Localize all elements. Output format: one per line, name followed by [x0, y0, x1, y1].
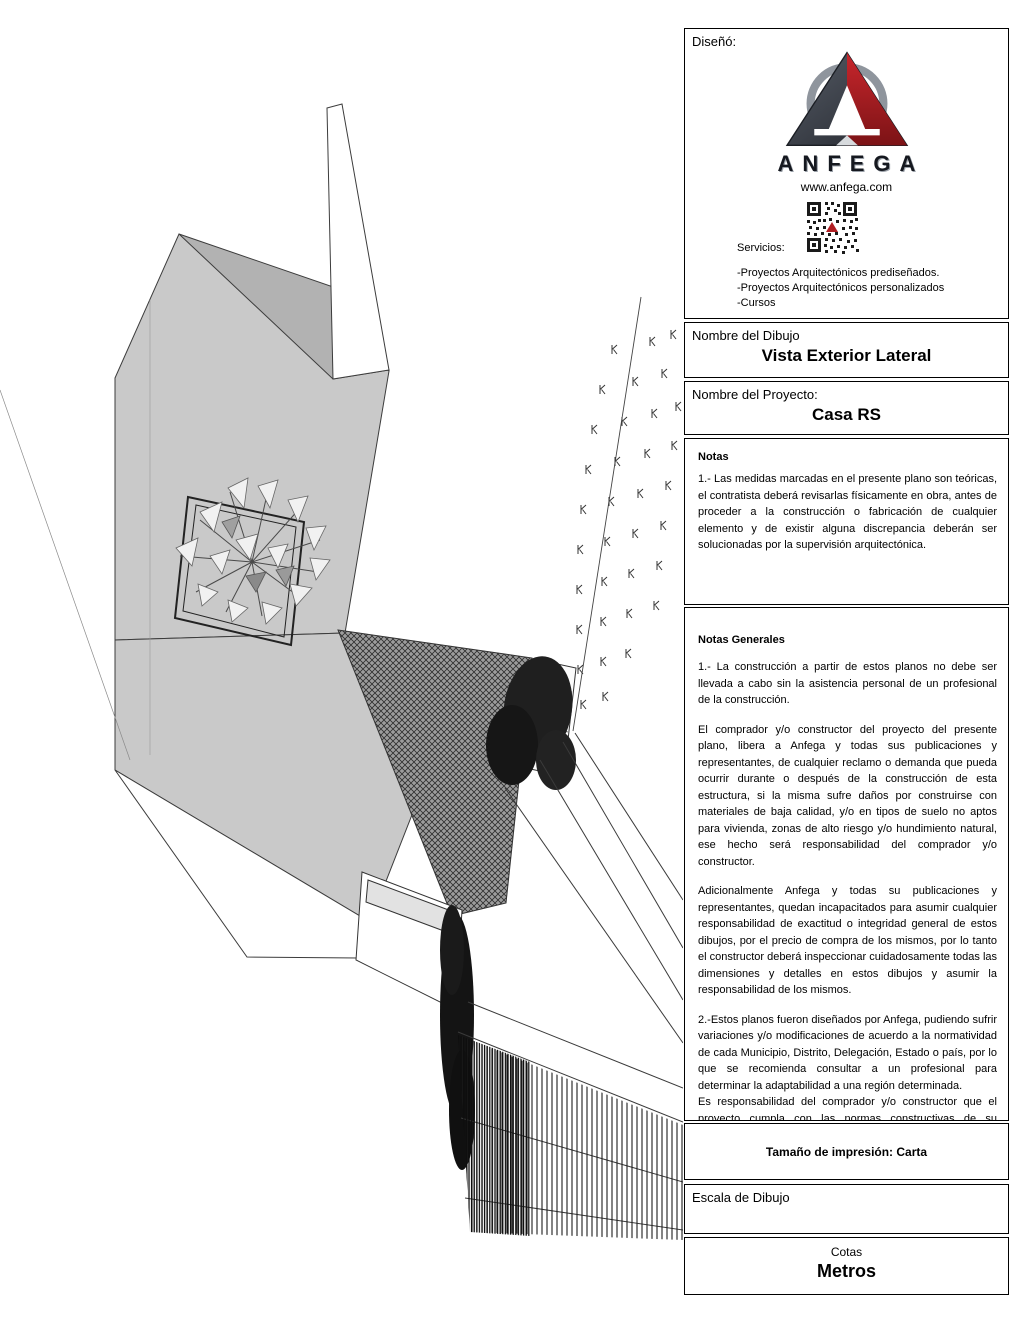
drawing-name-label: Nombre del Dibujo	[692, 328, 800, 343]
anfega-logo	[785, 51, 908, 147]
print-size-box: Tamaño de impresión: Carta	[684, 1123, 1009, 1180]
units-box: Cotas Metros	[684, 1237, 1009, 1295]
tall-wall	[326, 103, 390, 380]
print-size-text: Tamaño de impresión: Carta	[765, 1144, 928, 1159]
design-box: Diseñó: ANFEGA www.anfega.com	[684, 28, 1009, 319]
section-marks	[572, 296, 682, 732]
exterior-lateral-drawing	[0, 103, 683, 1240]
general-note-paragraph: Adicionalmente Anfega y todas su publica…	[698, 885, 998, 996]
fence	[457, 732, 683, 1240]
servicio-item: -Proyectos Arquitectónicos personalizado…	[737, 282, 945, 294]
general-notes-label: Notas Generales	[698, 634, 785, 646]
qr-code	[805, 200, 859, 254]
servicio-item: -Cursos	[737, 297, 776, 309]
project-name-box: Nombre del Proyecto: Casa RS	[684, 381, 1009, 435]
terrace-tree	[175, 477, 331, 625]
anfega-wordmark: ANFEGA	[777, 151, 925, 176]
notes-box: Notas 1.- Las medidas marcadas en el pre…	[684, 438, 1009, 605]
skylight-frame	[173, 495, 306, 647]
disenio-label: Diseñó:	[692, 34, 737, 49]
terrace-plane	[0, 233, 456, 923]
scale-box: Escala de Dibujo	[684, 1184, 1009, 1234]
notes-text: 1.- Las medidas marcadas en el presente …	[698, 473, 997, 551]
website-text: www.anfega.com	[800, 180, 893, 194]
general-note-paragraph: El comprador y/o constructor del proyect…	[698, 723, 997, 868]
drawing-name-box: Nombre del Dibujo Vista Exterior Lateral	[684, 322, 1009, 378]
brick-wall	[337, 629, 533, 917]
drawing-name-value: Vista Exterior Lateral	[761, 346, 932, 365]
project-name-value: Casa RS	[812, 405, 881, 424]
general-note-paragraph: 2.-Estos planos fueron diseñados por Anf…	[698, 1013, 997, 1092]
hedge	[486, 656, 576, 790]
general-note-paragraph: Es responsabilidad del comprador y/o con…	[698, 1096, 997, 1121]
units-value: Metros	[816, 1261, 876, 1281]
notes-label: Notas	[698, 451, 729, 463]
scale-label: Escala de Dibujo	[692, 1190, 790, 1205]
units-label: Cotas	[830, 1245, 863, 1259]
general-notes-box: Notas Generales 1.- La construcción a pa…	[684, 607, 1009, 1121]
servicios-list: -Proyectos Arquitectónicos prediseñados.…	[685, 266, 1008, 311]
servicios-label: Servicios:	[737, 242, 785, 254]
servicio-item: -Proyectos Arquitectónicos prediseñados.	[737, 267, 940, 279]
project-name-label: Nombre del Proyecto:	[692, 387, 818, 402]
general-note-paragraph: 1.- La construcción a partir de estos pl…	[698, 661, 997, 706]
